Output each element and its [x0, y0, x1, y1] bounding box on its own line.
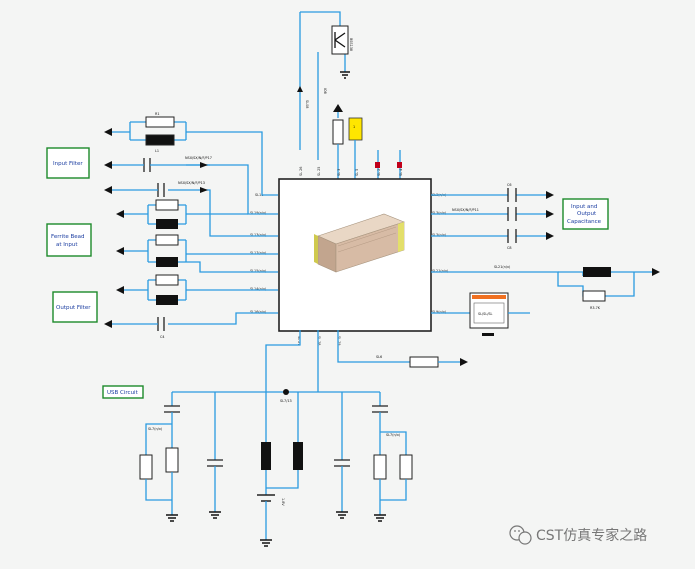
- input-output-capacitance-label: Input and Output Capacitance: [562, 198, 609, 230]
- right-capacitor-network: NSX/SX/N/F/P11 C6 C8: [431, 183, 554, 250]
- svg-text:at Input: at Input: [56, 242, 78, 248]
- svg-text:SL3(n/x): SL3(n/x): [432, 233, 447, 237]
- svg-text:SL 26: SL 26: [299, 167, 303, 176]
- svg-text:SL13(n/x): SL13(n/x): [250, 233, 267, 237]
- svg-text:SL11: SL11: [255, 193, 263, 197]
- svg-text:1.8V: 1.8V: [281, 498, 285, 506]
- watermark: CST仿真专家之路: [509, 525, 647, 545]
- top-resistor-and-marker: 1: [332, 104, 402, 180]
- pin-dot-red: [375, 162, 380, 168]
- svg-text:SL 27: SL 27: [297, 336, 301, 345]
- svg-text:SL19(n/x): SL19(n/x): [250, 211, 267, 215]
- right-output-network: SL21(n/x) R3.7K SL/SL/SL: [431, 265, 660, 336]
- svg-text:Input Filter: Input Filter: [53, 161, 83, 167]
- svg-text:L1: L1: [155, 149, 159, 153]
- svg-text:SL 28: SL 28: [317, 336, 321, 345]
- svg-text:USB Circuit: USB Circuit: [107, 390, 139, 396]
- svg-text:R3.7K: R3.7K: [590, 306, 601, 310]
- pin-dot-red: [397, 162, 402, 168]
- svg-text:SL3(n/x): SL3(n/x): [432, 211, 447, 215]
- output-filter-label: Output Filter: [52, 291, 98, 323]
- svg-text:SL/SL/SL: SL/SL/SL: [478, 312, 493, 316]
- svg-text:SL21(n/x): SL21(n/x): [494, 265, 511, 269]
- top-transistor-block: BSS138 IO8 SL08: [297, 11, 353, 160]
- svg-text:Capacitance: Capacitance: [567, 219, 602, 225]
- svg-text:SL 3: SL 3: [337, 169, 341, 176]
- svg-text:SL 25: SL 25: [317, 167, 321, 176]
- svg-text:BSS138: BSS138: [349, 38, 353, 51]
- svg-text:C4: C4: [160, 335, 165, 339]
- svg-text:Input and: Input and: [571, 204, 597, 210]
- svg-text:SL7/13: SL7/13: [280, 399, 292, 403]
- svg-text:NSX/SX/N/F/P17: NSX/SX/N/F/P17: [185, 156, 212, 160]
- svg-text:SL08: SL08: [305, 100, 309, 108]
- svg-text:SL21(n/x): SL21(n/x): [432, 269, 449, 273]
- svg-text:SL16(n/x): SL16(n/x): [250, 310, 267, 314]
- svg-text:SL7(n/x): SL7(n/x): [148, 427, 163, 431]
- svg-text:Output Filter: Output Filter: [56, 305, 91, 311]
- bottom-network: SL6 SL7/13 SL7(n/x) 1.8V: [139, 330, 468, 547]
- svg-text:SL 4: SL 4: [399, 169, 403, 176]
- svg-text:SL 29: SL 29: [337, 336, 341, 345]
- svg-text:SL6: SL6: [376, 355, 382, 359]
- svg-text:NSX/SX/N/F/P13: NSX/SX/N/F/P13: [178, 181, 205, 185]
- svg-text:C6: C6: [507, 183, 512, 187]
- input-filter-label: Input Filter: [46, 147, 90, 179]
- usb-circuit-label: USB Circuit: [102, 385, 144, 399]
- svg-text:C8: C8: [507, 246, 512, 250]
- svg-text:NSX/SX/N/F/P11: NSX/SX/N/F/P11: [452, 208, 479, 212]
- svg-text:SL17(n/x): SL17(n/x): [250, 251, 267, 255]
- svg-text:1: 1: [353, 125, 355, 129]
- svg-text:SL7(n/x): SL7(n/x): [386, 433, 401, 437]
- svg-text:SL 2: SL 2: [377, 169, 381, 176]
- svg-text:Output: Output: [577, 211, 597, 217]
- svg-text:R1: R1: [155, 112, 160, 116]
- svg-text:SL9(n/x): SL9(n/x): [432, 310, 447, 314]
- watermark-text: CST仿真专家之路: [536, 527, 647, 544]
- svg-text:SL 5: SL 5: [355, 169, 359, 176]
- highlight-marker: [348, 117, 363, 141]
- main-ic[interactable]: SL 26 SL 25 SL 3 SL 5 SL 2 SL 4 SL11 SL1…: [250, 167, 449, 346]
- svg-text:Ferrite Bead: Ferrite Bead: [51, 234, 85, 240]
- svg-text:SL15(n/x): SL15(n/x): [250, 269, 267, 273]
- svg-text:SL14(n/x): SL14(n/x): [250, 287, 267, 291]
- board-3d-model: [314, 213, 405, 273]
- svg-text:IO8: IO8: [323, 88, 327, 94]
- junction-dot: [283, 389, 289, 395]
- wechat-icon: [509, 525, 532, 545]
- left-filter-network: R1 L1 NSX/SX/N/F/P17 NSX/SX/N/F/P13: [104, 112, 278, 339]
- ferrite-bead-label: Ferrite Bead at Input: [46, 223, 92, 257]
